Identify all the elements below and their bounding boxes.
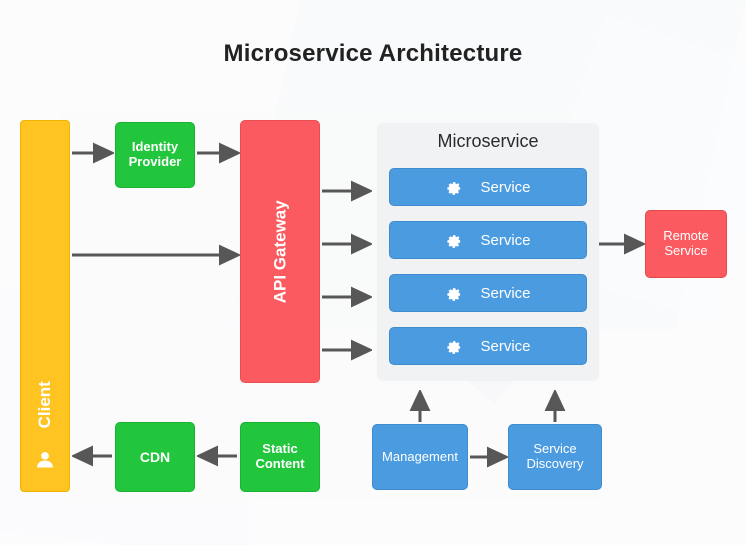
- remote-service-label-line2: Service: [664, 243, 708, 258]
- service-label: Service: [480, 284, 531, 302]
- service-label: Service: [480, 231, 531, 249]
- service-discovery-label-line2: Discovery: [526, 456, 584, 471]
- service-box-4[interactable]: Service: [389, 327, 587, 365]
- gear-icon: [447, 287, 461, 301]
- gear-icon: [447, 181, 461, 195]
- node-api-gateway[interactable]: API Gateway: [240, 120, 320, 383]
- service-box-2[interactable]: Service: [389, 221, 587, 259]
- static-content-label-line2: Content: [255, 456, 305, 471]
- remote-service-label-line1: Remote: [663, 228, 709, 244]
- service-box-3[interactable]: Service: [389, 274, 587, 312]
- api-gateway-label: API Gateway: [270, 199, 290, 303]
- identity-provider-label-line1: Identity: [131, 139, 179, 155]
- service-box-1[interactable]: Service: [389, 168, 587, 206]
- user-icon: [37, 452, 53, 468]
- gear-icon: [447, 340, 461, 354]
- node-service-discovery[interactable]: Service Discovery: [508, 424, 602, 490]
- identity-provider-label-line2: Provider: [128, 154, 182, 169]
- service-label: Service: [480, 337, 531, 355]
- static-content-label-line1: Static: [262, 441, 298, 457]
- page-title: Microservice Architecture: [223, 40, 523, 67]
- microservice-panel-title: Microservice: [437, 131, 539, 151]
- node-remote-service[interactable]: Remote Service: [645, 210, 727, 278]
- management-label: Management: [382, 448, 458, 464]
- service-label: Service: [480, 178, 531, 196]
- microservice-panel: Microservice Service Service Service: [377, 123, 599, 381]
- gear-icon: [447, 234, 461, 248]
- client-label: Client: [35, 381, 55, 429]
- node-static-content[interactable]: Static Content: [240, 422, 320, 492]
- service-discovery-label-line1: Service: [533, 441, 577, 457]
- cdn-label: CDN: [139, 448, 171, 465]
- node-cdn[interactable]: CDN: [115, 422, 195, 492]
- node-client[interactable]: Client: [20, 120, 70, 492]
- node-identity-provider[interactable]: Identity Provider: [115, 122, 195, 188]
- node-management[interactable]: Management: [372, 424, 468, 490]
